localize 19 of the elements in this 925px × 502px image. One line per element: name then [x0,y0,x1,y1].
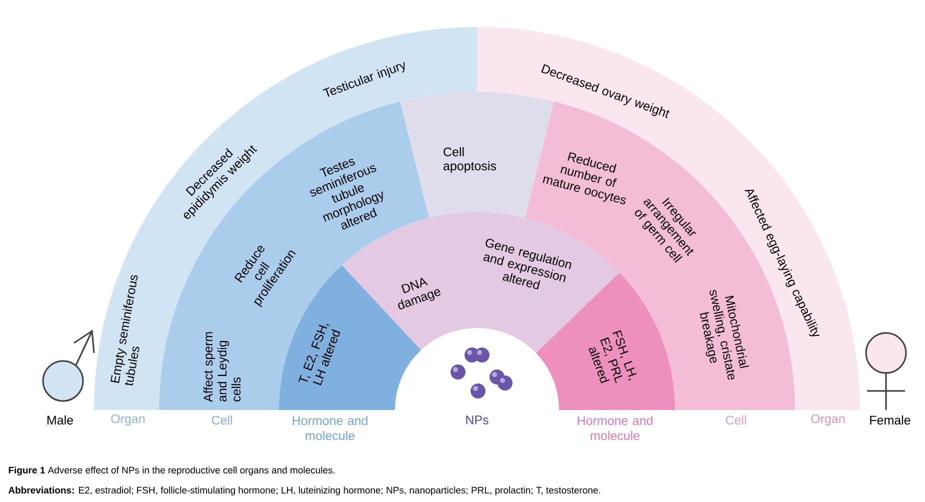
abbreviations-note: Abbreviations: E2, estradiol; FSH, follicle-stimulating hormone; LH, luteinizing hormone; NPs, nanoparticles; PRL, prolactin; T, testosterone. [8,486,600,496]
figure-caption: Figure 1 Adverse effect of NPs in the reproductive cell organs and molecules. [8,466,334,476]
axis-label: Female [870,415,910,425]
axis-label: Cell [212,415,232,425]
axis-label: Hormone and molecule [292,416,368,440]
effect-text: T, E2, FSH, LH altered [298,324,340,386]
effect-text: Empty seminiferous tubules [110,274,140,386]
axis-label: NPs [466,416,488,424]
effect-text: DNA damage [398,278,440,310]
axis-label: Male [47,415,73,425]
effect-text: Cell apoptosis [444,147,496,173]
effect-text: Gene regulation and expression altered [483,238,572,290]
axis-label: Hormone and molecule [578,416,652,440]
effect-text: FSH, LH, E2, PRL altered [588,330,637,384]
effect-text: Reduced number of mature oocytes [542,152,626,204]
effect-text: Affect sperm and Leydig cells [203,332,241,402]
axis-label: Organ [811,414,845,426]
axis-label: Organ [111,414,145,426]
axis-label: Cell [726,415,746,425]
